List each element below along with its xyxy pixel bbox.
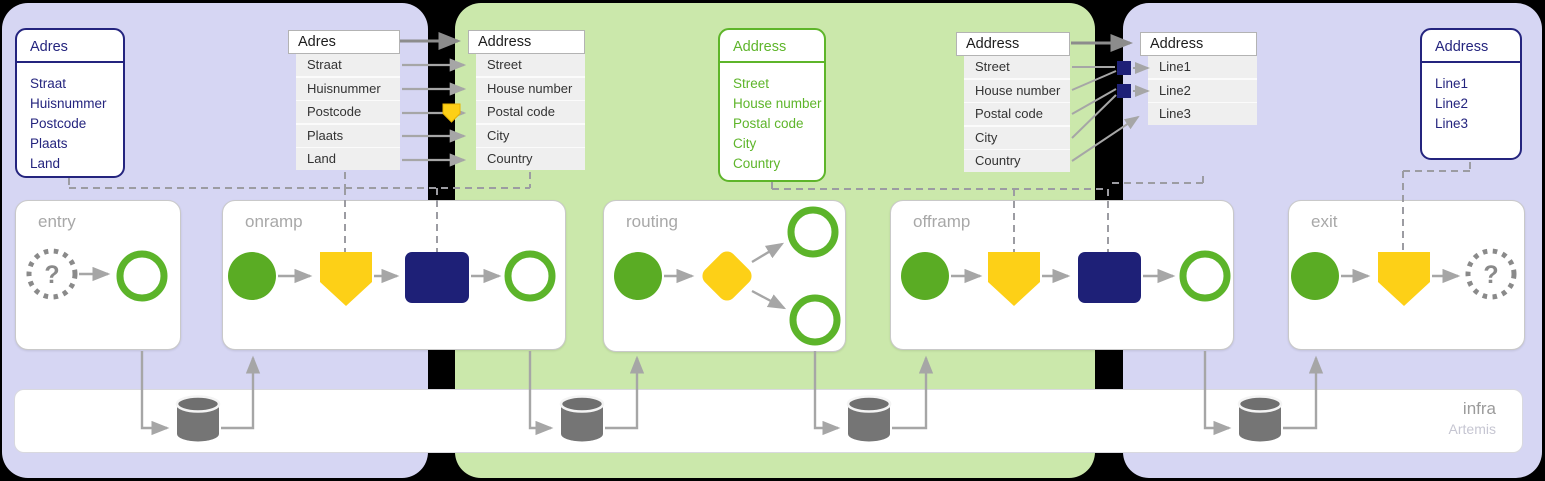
field-row: Straat xyxy=(296,54,400,76)
stage-routing-label: routing xyxy=(626,212,678,231)
stage-entry: entry xyxy=(15,200,181,350)
table-fields: Street House number Postal code City Cou… xyxy=(720,63,824,174)
infra-band: infra Artemis xyxy=(14,389,1523,453)
field-row: Street xyxy=(476,54,585,76)
field-row: Huisnummer xyxy=(296,77,400,100)
infra-label: infra xyxy=(1462,399,1496,418)
table-field: Country xyxy=(733,156,781,171)
field-row: City xyxy=(476,124,585,147)
entity-table-address-target: Address Line1 Line2 Line3 xyxy=(1420,28,1522,160)
table-field: Huisnummer xyxy=(30,96,107,111)
field-row: Country xyxy=(476,148,585,170)
mapping-target-rows: Line1 Line2 Line3 xyxy=(1148,56,1257,125)
stage-onramp: onramp xyxy=(222,200,566,350)
field-row: Postcode xyxy=(296,101,400,123)
table-title: Address xyxy=(1422,30,1520,63)
field-row: City xyxy=(964,126,1070,149)
table-fields: Straat Huisnummer Postcode Plaats Land xyxy=(17,63,123,174)
table-fields: Line1 Line2 Line3 xyxy=(1422,63,1520,134)
stage-offramp-label: offramp xyxy=(913,212,971,231)
mapping-target-header: Address xyxy=(1140,32,1257,56)
entity-table-adres-source: Adres Straat Huisnummer Postcode Plaats … xyxy=(15,28,125,178)
mapping-source-rows: Street House number Postal code City Cou… xyxy=(964,56,1070,172)
stage-onramp-label: onramp xyxy=(245,212,303,231)
table-field: Postcode xyxy=(30,116,87,131)
table-field: Land xyxy=(30,156,61,171)
field-row: Street xyxy=(964,56,1070,78)
mapping-source-rows: Straat Huisnummer Postcode Plaats Land xyxy=(296,54,400,170)
field-row: Line3 xyxy=(1148,103,1257,125)
table-field: House number xyxy=(733,96,822,111)
field-row: Plaats xyxy=(296,124,400,147)
mapping-source-header: Address xyxy=(956,32,1070,56)
table-field: Postal code xyxy=(733,116,804,131)
mapping-target-header: Address xyxy=(468,30,585,54)
mapping-target-rows: Street House number Postal code City Cou… xyxy=(476,54,585,170)
infra-sublabel: Artemis xyxy=(1448,421,1496,437)
table-title: Address xyxy=(720,30,824,63)
entity-table-address-canonical: Address Street House number Postal code … xyxy=(718,28,826,182)
field-row: Line1 xyxy=(1148,56,1257,78)
table-field: Line2 xyxy=(1435,96,1469,111)
table-field: Line1 xyxy=(1435,76,1469,91)
table-title: Adres xyxy=(17,30,123,63)
stage-exit-label: exit xyxy=(1311,212,1338,231)
field-row: House number xyxy=(476,77,585,100)
table-field: City xyxy=(733,136,757,151)
field-row: Postal code xyxy=(964,103,1070,125)
mapping-source-header: Adres xyxy=(288,30,400,54)
stage-exit: exit xyxy=(1288,200,1525,350)
field-row: House number xyxy=(964,79,1070,102)
field-row: Land xyxy=(296,148,400,170)
table-field: Straat xyxy=(30,76,67,91)
stage-routing: routing xyxy=(603,200,846,352)
table-field: Street xyxy=(733,76,770,91)
field-row: Line2 xyxy=(1148,79,1257,102)
stage-offramp: offramp xyxy=(890,200,1234,350)
stage-entry-label: entry xyxy=(38,212,76,231)
table-field: Plaats xyxy=(30,136,68,151)
field-row: Country xyxy=(964,150,1070,172)
table-field: Line3 xyxy=(1435,116,1469,131)
field-row: Postal code xyxy=(476,101,585,123)
